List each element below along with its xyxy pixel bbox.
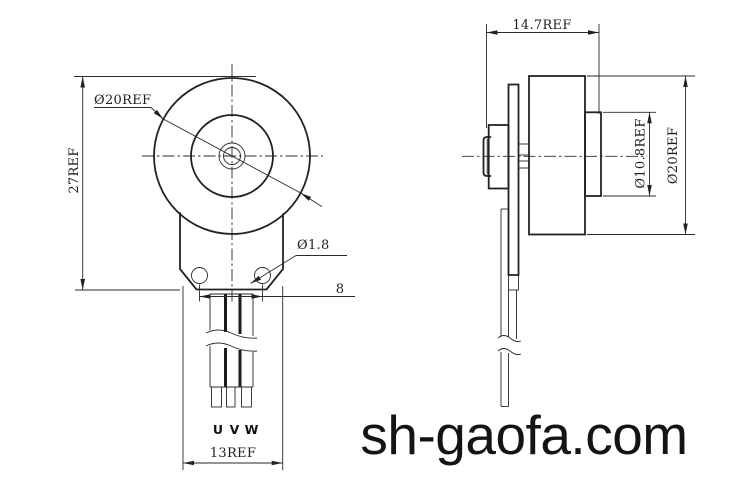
dimension-hole-diameter: Ø1.8 (250, 238, 347, 284)
dimension-body-diameter: Ø20REF (587, 75, 695, 235)
dim-text-108ref: Ø10.8REF (634, 118, 649, 188)
wire-tip-w (241, 386, 252, 408)
dim-text-hole-diameter: Ø1.8 (297, 238, 330, 253)
mounting-hole-right (254, 267, 271, 284)
break-line-lower (205, 342, 258, 352)
dim-text-20ref-side: Ø20REF (666, 127, 681, 184)
dim-text-27ref: 27REF (67, 147, 82, 193)
motor-inner-circle (190, 114, 274, 198)
leader-arrow-upper (150, 107, 164, 120)
wire-bundle (205, 293, 258, 408)
diameter-line (163, 118, 301, 194)
side-view: 14.7REF Ø10.8REF Ø20REF (462, 18, 695, 407)
pcb-step (508, 274, 519, 291)
hub-tab-upper (518, 143, 530, 156)
leader-arrow (250, 255, 297, 284)
dimension-boss-diameter: Ø10.8REF (603, 111, 656, 197)
hub-tab-lower (518, 160, 530, 169)
motor-outer-circle (153, 77, 311, 235)
strip-break-lower (497, 348, 522, 356)
dimension-height-27ref: 27REF (67, 76, 256, 291)
dim-text-diameter-20ref: Ø20REF (94, 93, 151, 108)
dimension-depth-147ref: 14.7REF (486, 18, 600, 128)
dimension-diameter-20ref-front: Ø20REF (94, 93, 323, 208)
strip-break-upper (497, 335, 522, 343)
dim-text-13ref: 13REF (210, 446, 256, 461)
shaft-bushing-circle (218, 142, 246, 170)
wire-label-u: U (213, 422, 223, 437)
leader-arrow-lower (300, 192, 323, 208)
dimension-width-13ref: 13REF (182, 286, 284, 470)
dimension-hole-spacing: 8 (199, 282, 355, 302)
wire-tip-u (211, 386, 222, 408)
wire-label-v: V (230, 422, 240, 437)
motor-body-side (528, 75, 586, 236)
rear-boss (584, 111, 602, 197)
cable-strip (497, 208, 522, 407)
dim-text-spacing-8: 8 (336, 282, 345, 297)
shaft-end (482, 136, 492, 177)
front-view: U V W 27REF Ø20REF Ø1.8 (67, 64, 355, 470)
break-line-upper (205, 329, 258, 339)
motor-body-outline (179, 212, 284, 291)
wire-label-w: W (245, 422, 259, 437)
shaft-circle (223, 147, 241, 165)
wire-tip-v (226, 386, 236, 408)
dim-text-147ref: 14.7REF (512, 18, 571, 33)
watermark-text: sh-gaofa.com (360, 404, 687, 466)
pcb-plate (507, 83, 520, 276)
mounting-hole-left (191, 267, 208, 284)
